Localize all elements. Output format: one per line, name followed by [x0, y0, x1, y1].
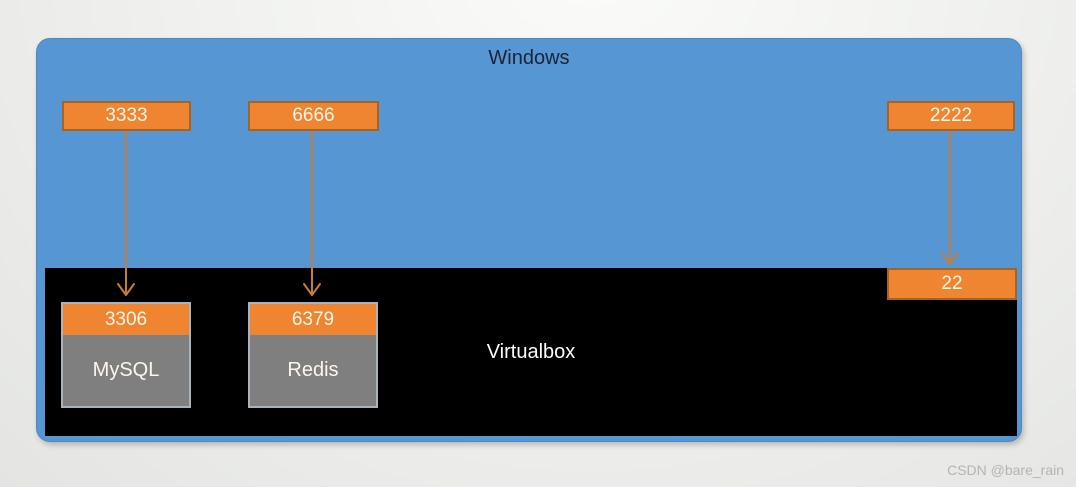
windows-host-label: Windows [488, 47, 570, 69]
virtualbox-guest-label: Virtualbox [486, 341, 576, 363]
watermark: CSDN @bare_rain [947, 462, 1064, 478]
host-port-6666: 6666 [248, 101, 379, 131]
windows-host-box: Windows 3333 6666 2222 22 3306 MySQL 637… [36, 38, 1022, 442]
guest-port-3306: 3306 [63, 304, 189, 335]
mysql-service-label: MySQL [63, 335, 189, 406]
host-port-3333: 3333 [62, 101, 191, 131]
redis-service-box: 6379 Redis [248, 302, 378, 408]
guest-port-6379: 6379 [250, 304, 376, 335]
mysql-service-box: 3306 MySQL [61, 302, 191, 408]
virtualbox-guest-box: 22 3306 MySQL 6379 Redis Virtualbox [45, 268, 1017, 436]
host-port-2222: 2222 [887, 101, 1015, 131]
redis-service-label: Redis [250, 335, 376, 406]
guest-port-22: 22 [887, 268, 1017, 300]
